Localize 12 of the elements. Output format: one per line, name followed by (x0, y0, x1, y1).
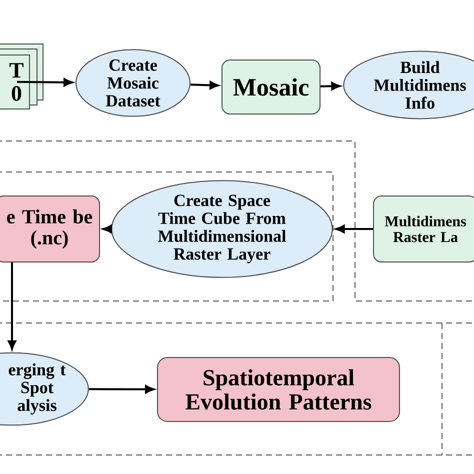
data-box: Mosaic (222, 60, 321, 114)
arrow (102, 224, 112, 234)
arrow (336, 224, 373, 234)
arrow (190, 81, 219, 90)
data-box: Multidimens Raster La (373, 196, 474, 262)
document-stack: T 0 (0, 44, 44, 110)
arrow (8, 262, 16, 350)
data-box: e Time be (.nc) (0, 196, 100, 262)
arrow (16, 78, 73, 86)
arrow (88, 385, 154, 394)
arrow (320, 82, 340, 90)
result-box: Spatiotemporal Evolution Patterns (157, 357, 400, 422)
